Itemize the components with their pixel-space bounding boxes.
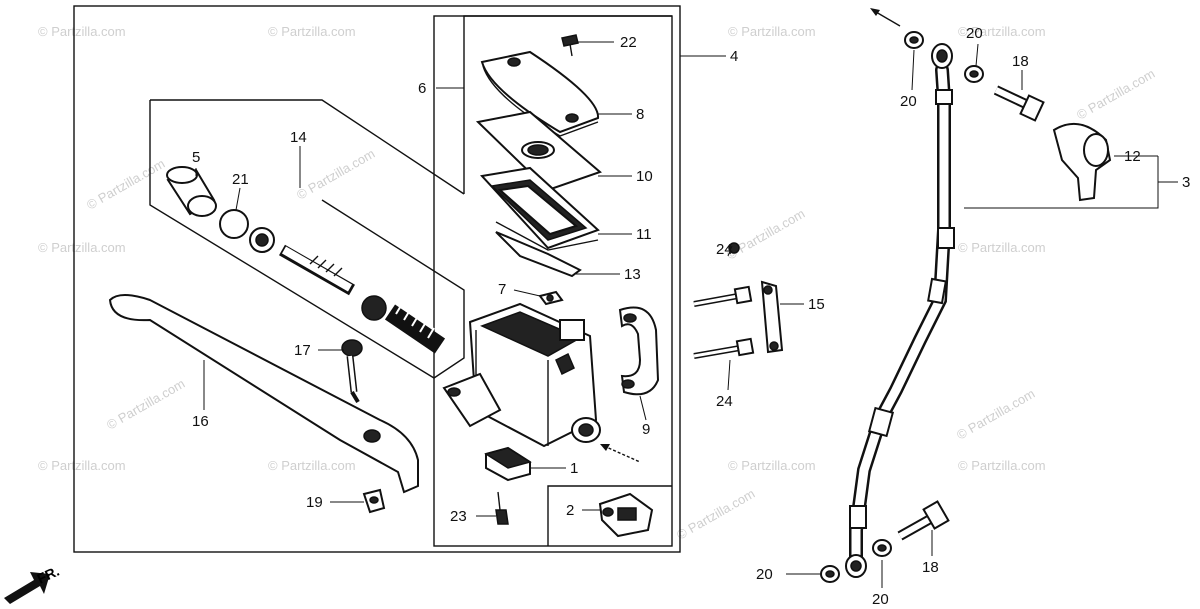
- leader-lines: [195, 41, 1178, 588]
- direction-arrow-icon: [870, 8, 901, 27]
- watermark: © Partzilla.com: [38, 240, 126, 255]
- circlip-21: [219, 209, 249, 239]
- reservoir-frame: [463, 15, 672, 88]
- screw-23: [495, 491, 509, 525]
- callout-3: 3: [1182, 174, 1190, 191]
- bolt-18-upper: [993, 85, 1045, 122]
- boot-5: [166, 166, 217, 217]
- callout-10: 10: [636, 168, 653, 185]
- watermark: © Partzilla.com: [958, 240, 1046, 255]
- watermark: © Partzilla.com: [268, 24, 356, 39]
- watermark: © Partzilla.com: [724, 206, 807, 263]
- piston-assembly: [249, 227, 446, 354]
- clamp-15: [760, 280, 784, 354]
- diaphragm-11: [480, 166, 600, 251]
- callout-13: 13: [624, 266, 641, 283]
- watermark: © Partzilla.com: [1074, 66, 1157, 123]
- callout-12: 12: [1124, 148, 1141, 165]
- reservoir-cap-8: [480, 50, 600, 137]
- callout-22: 22: [620, 34, 637, 51]
- front-indicator: FR.: [4, 563, 62, 604]
- bolt-18-lower: [897, 500, 950, 541]
- watermark: © Partzilla.com: [674, 486, 757, 543]
- callout-labels: 22 4 6 8 10 11 13 7 9 1 2 23 14 5 21 17 …: [192, 25, 1190, 608]
- holder-9: [618, 306, 660, 396]
- watermark: © Partzilla.com: [104, 376, 187, 433]
- watermark: © Partzilla.com: [38, 458, 126, 473]
- callout-7: 7: [498, 281, 506, 298]
- float-13: [495, 231, 582, 278]
- callout-8: 8: [636, 106, 644, 123]
- callout-18-lower: 18: [922, 559, 939, 576]
- washer-20-d: [872, 539, 892, 557]
- watermark: © Partzilla.com: [958, 458, 1046, 473]
- cap-12: [1052, 122, 1112, 202]
- watermark: © Partzilla.com: [294, 146, 377, 203]
- callout-24-lower: 24: [716, 393, 733, 410]
- callout-15: 15: [808, 296, 825, 313]
- callout-19: 19: [306, 494, 323, 511]
- watermark: © Partzilla.com: [954, 386, 1037, 443]
- callout-23: 23: [450, 508, 467, 525]
- callout-18-upper: 18: [1012, 53, 1029, 70]
- callout-20-d: 20: [872, 591, 889, 608]
- callout-20-c: 20: [756, 566, 773, 583]
- brake-hose: [849, 63, 955, 567]
- front-arrow-icon: [4, 572, 50, 604]
- plate-10: [475, 110, 602, 192]
- watermark: © Partzilla.com: [958, 24, 1046, 39]
- switch-2: [598, 492, 654, 538]
- watermark: © Partzilla.com: [268, 458, 356, 473]
- banjo-top: [931, 43, 953, 69]
- bolt-17: [341, 339, 363, 404]
- watermark: © Partzilla.com: [728, 24, 816, 39]
- piston-kit-frame: [150, 99, 465, 195]
- callout-11: 11: [636, 226, 652, 243]
- front-indicator-label: FR.: [35, 563, 62, 587]
- callout-17: 17: [294, 342, 311, 359]
- callout-1: 1: [570, 460, 578, 477]
- callout-21: 21: [232, 171, 249, 188]
- callout-24-upper: 24: [716, 241, 733, 258]
- callout-4: 4: [730, 48, 738, 65]
- callout-9: 9: [642, 421, 650, 438]
- watermark: © Partzilla.com: [38, 24, 126, 39]
- callout-5: 5: [192, 149, 200, 166]
- switch-frame: [547, 485, 672, 546]
- plate-7: [538, 290, 564, 306]
- washer-20-b: [964, 65, 984, 83]
- callout-6: 6: [418, 80, 426, 97]
- watermark-layer: © Partzilla.com © Partzilla.com © Partzi…: [38, 24, 1157, 543]
- washer-20-a: [904, 31, 924, 49]
- outer-frame: [73, 5, 681, 553]
- bolt-24-upper: [693, 242, 753, 307]
- switch-1: [484, 446, 532, 482]
- callout-20-b: 20: [966, 25, 983, 42]
- lever-16: [108, 294, 419, 494]
- callout-16: 16: [192, 413, 209, 430]
- screw-22: [561, 34, 579, 57]
- banjo-bottom: [845, 554, 867, 578]
- washer-20-c: [820, 565, 840, 583]
- bolt-24-lower: [693, 337, 755, 359]
- callout-20-a: 20: [900, 93, 917, 110]
- watermark: © Partzilla.com: [728, 458, 816, 473]
- callout-14: 14: [290, 129, 307, 146]
- outlet-arrow-icon: [600, 444, 641, 463]
- nut-19: [362, 488, 386, 514]
- callout-2: 2: [566, 502, 574, 519]
- master-cylinder-body: [442, 302, 601, 448]
- watermark: © Partzilla.com: [84, 156, 167, 213]
